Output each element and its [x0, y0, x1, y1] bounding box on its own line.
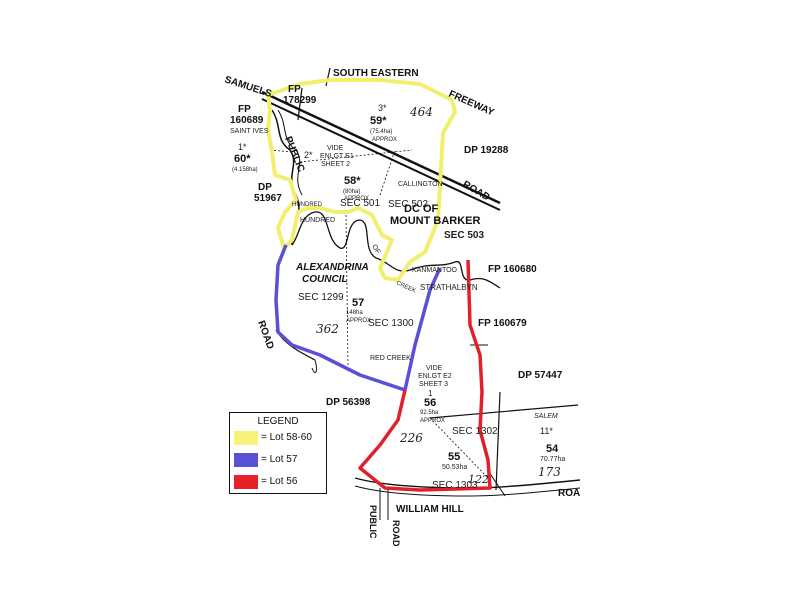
section-1300: SEC 1300: [368, 318, 414, 329]
lot-59-star: 3*: [378, 103, 387, 113]
road-label-red-creek: RED CREEK: [370, 355, 411, 362]
section-1299: SEC 1299: [298, 292, 344, 303]
road-label-public-road-2: ROAD: [391, 520, 401, 547]
lot-56-vide1: VIDE: [426, 365, 443, 372]
lot-60-area: (4.158ha): [232, 167, 258, 173]
road-label-samuels: SAMUELS: [223, 74, 273, 100]
section-503: SEC 503: [444, 230, 484, 241]
section-502: SEC 502: [388, 199, 428, 210]
lot-54-salem: SALEM: [534, 413, 558, 420]
plan-saint-ives: SAINT IVES: [230, 128, 269, 135]
lot-54-hand: 173: [538, 465, 561, 479]
lot-59-approx: APPROX: [372, 137, 397, 143]
plan-fp178299-a: FP: [288, 84, 301, 95]
lot-56-vide3: SHEET 3: [419, 381, 448, 388]
council-dc-line1: DC OF: [404, 203, 439, 215]
road-label-public: PUBLIC: [282, 135, 306, 174]
lot-60-star: 1*: [238, 142, 247, 152]
legend-title: LEGEND: [257, 416, 299, 427]
map-legend: LEGEND = Lot 58-60 = Lot 57 = Lot 56: [229, 412, 327, 494]
section-1303: SEC 1303: [432, 480, 478, 491]
lot-57-area: 148ha: [346, 310, 363, 316]
lot-58-approx: APPROX: [344, 196, 369, 202]
plan-dp19288: DP 19288: [464, 145, 509, 156]
lot-56-hand: 226: [399, 431, 423, 445]
lot-54-area: 70.77ha: [540, 456, 565, 463]
plan-fp160680: FP 160680: [488, 264, 537, 275]
lot-56-number: 56: [424, 397, 436, 409]
lot-55-area: 50.53ha: [442, 464, 467, 471]
lot-55-number: 55: [448, 451, 460, 463]
lot-57-hand: 362: [316, 322, 339, 336]
road-label-creek: CREEK: [395, 280, 416, 294]
lot-60-number: 60*: [234, 153, 251, 165]
plan-fp160689-b: 160689: [230, 115, 264, 126]
legend-label: = Lot 57: [261, 454, 298, 465]
lot-57-boundary: [274, 244, 442, 392]
lot-59-area: (75.4ha): [370, 129, 392, 135]
lot-58-vide3: SHEET 2: [321, 161, 350, 168]
road-label-callington: CALLINGTON: [398, 181, 443, 188]
road-label-public-road-1: PUBLIC: [368, 505, 378, 539]
legend-item-lot-57: = Lot 57: [234, 453, 326, 467]
council-hundred: HUNDRED: [300, 217, 335, 224]
plan-dp57447: DP 57447: [518, 370, 563, 381]
lot-57-number: 57: [352, 297, 364, 309]
lot-56-star: 1: [428, 389, 433, 398]
plan-fp160689-a: FP: [238, 104, 251, 115]
lot-55-hand: 122: [468, 473, 489, 486]
lot-56-area: 92.5ha: [420, 410, 439, 416]
lot-56-approx: APPROX: [420, 418, 445, 424]
plan-dp51967-a: DP: [258, 182, 272, 193]
lot-59-number: 59*: [370, 115, 387, 127]
plan-dp51967-b: 51967: [254, 193, 282, 204]
lot-58-vide1: VIDE: [327, 145, 344, 152]
legend-swatch-blue: [234, 453, 258, 467]
lot-59-hand: 464: [409, 105, 433, 119]
lot-58-star: 2*: [304, 150, 313, 160]
plan-dp56398: DP 56398: [326, 397, 371, 408]
plan-fp178299-b: 178299: [283, 95, 317, 106]
lot-58-60-boundary: [266, 78, 457, 282]
legend-swatch-yellow: [234, 431, 258, 445]
plan-fp160679: FP 160679: [478, 318, 527, 329]
legend-item-lot-56: = Lot 56: [234, 475, 326, 489]
lot-54-number: 54: [546, 443, 559, 455]
road-label-road-left: ROAD: [255, 319, 275, 350]
legend-label: = Lot 58-60: [261, 432, 312, 443]
section-1302: SEC 1302: [452, 426, 498, 437]
council-dc-line2: MOUNT BARKER: [390, 215, 480, 227]
lot-58-area: (80ha): [343, 189, 360, 195]
legend-swatch-red: [234, 475, 258, 489]
lot-54-star: 11*: [540, 426, 553, 436]
legend-label: = Lot 56: [261, 476, 298, 487]
lot-56-boundary: [358, 259, 492, 492]
road-label-south-eastern: SOUTH EASTERN: [333, 68, 419, 79]
lot-56-vide2: ENLGT E2: [418, 373, 452, 380]
lot-58-number: 58*: [344, 175, 361, 187]
road-label-william-hill: WILLIAM HILL: [396, 504, 464, 515]
section-501: SEC 501: [340, 198, 380, 209]
council-hundred2: HUNDRED: [292, 202, 323, 208]
council-alex-line1: ALEXANDRINA: [295, 262, 369, 273]
lot-57-approx: APPROX: [346, 318, 371, 324]
road-label-strathalbyn: STRATHALBYN: [420, 283, 478, 292]
legend-item-lot-58-60: = Lot 58-60: [234, 431, 326, 445]
road-label-road-right: ROA: [558, 488, 580, 499]
council-alex-line2: COUNCIL: [302, 274, 348, 285]
council-of: OF: [370, 244, 381, 256]
lot-58-vide2: ENLGT E1: [320, 153, 354, 160]
road-label-kanmantoo: KANMANTOO: [412, 267, 458, 274]
road-lines: [261, 67, 581, 520]
